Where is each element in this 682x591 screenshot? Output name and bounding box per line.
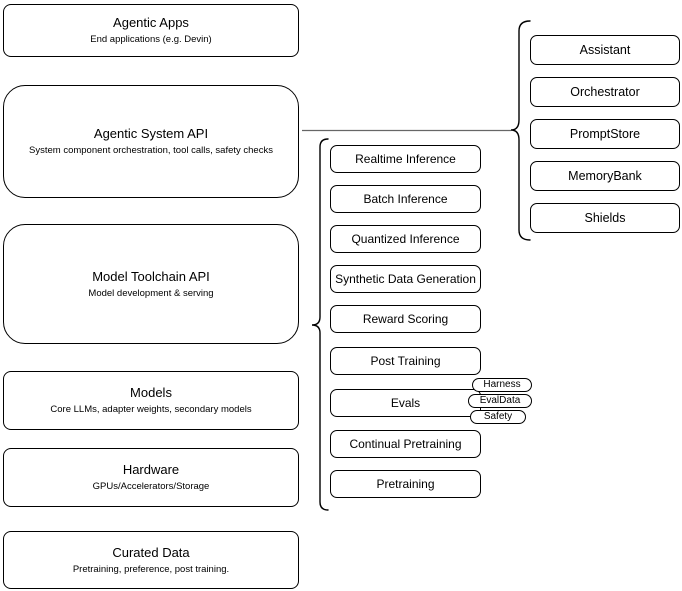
layer-title: Models [130, 385, 172, 400]
layer-subtitle: Core LLMs, adapter weights, secondary mo… [50, 404, 252, 415]
layer-box-agentic-system-api: Agentic System API System component orch… [3, 85, 299, 198]
layer-subtitle: Model development & serving [88, 287, 214, 299]
toolchain-item-post-training: Post Training [330, 347, 481, 375]
layer-subtitle: System component orchestration, tool cal… [29, 145, 273, 156]
system-curly-brace [510, 20, 531, 241]
eval-tag-evaldata: EvalData [468, 394, 532, 408]
layer-title: Agentic Apps [113, 15, 189, 30]
toolchain-item-quantized-inference: Quantized Inference [330, 225, 481, 253]
layer-subtitle: GPUs/Accelerators/Storage [92, 481, 210, 492]
layer-subtitle: End applications (e.g. Devin) [90, 34, 212, 45]
layer-box-curated-data: Curated Data Pretraining, preference, po… [3, 531, 299, 589]
layer-subtitle: Pretraining, preference, post training. [72, 563, 230, 575]
layer-title: Curated Data [112, 544, 190, 560]
toolchain-curly-brace [311, 138, 329, 511]
layer-title: Agentic System API [93, 126, 209, 141]
toolchain-item-reward-scoring: Reward Scoring [330, 305, 481, 333]
system-item-assistant: Assistant [530, 35, 680, 65]
toolchain-item-batch-inference: Batch Inference [330, 185, 481, 213]
layer-title: Hardware [122, 462, 180, 477]
toolchain-item-evals: Evals [330, 389, 481, 417]
toolchain-item-realtime-inference: Realtime Inference [330, 145, 481, 173]
system-item-shields: Shields [530, 203, 680, 233]
layer-box-agentic-apps: Agentic Apps End applications (e.g. Devi… [3, 4, 299, 57]
layer-box-hardware: Hardware GPUs/Accelerators/Storage [3, 448, 299, 507]
system-item-orchestrator: Orchestrator [530, 77, 680, 107]
layer-box-models: Models Core LLMs, adapter weights, secon… [3, 371, 299, 430]
system-item-memorybank: MemoryBank [530, 161, 680, 191]
layer-box-model-toolchain-api: Model Toolchain API Model development & … [3, 224, 299, 344]
toolchain-item-continual-pretraining: Continual Pretraining [330, 430, 481, 458]
system-item-promptstore: PromptStore [530, 119, 680, 149]
eval-tag-harness: Harness [472, 378, 532, 392]
toolchain-item-synthetic-data-generation: Synthetic Data Generation [330, 265, 481, 293]
layer-title: Model Toolchain API [92, 268, 210, 284]
toolchain-item-pretraining: Pretraining [330, 470, 481, 498]
eval-tag-safety: Safety [470, 410, 526, 424]
